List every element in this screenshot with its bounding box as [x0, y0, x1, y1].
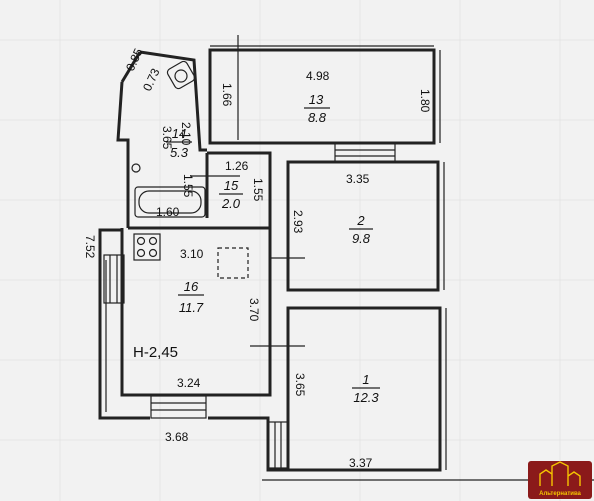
- dim-293: 2.93: [291, 210, 305, 234]
- room-number-15: 15: [224, 178, 239, 193]
- dim-324: 3.24: [177, 376, 201, 390]
- dim-335: 3.35: [346, 172, 370, 186]
- ceiling-height-label: Н-2,45: [133, 344, 178, 361]
- logo-text: Альтернатива: [539, 491, 581, 497]
- room-area-13: 8.8: [308, 110, 327, 125]
- walls: [98, 35, 594, 481]
- dim-180: 1.80: [418, 89, 432, 113]
- dim-365b: 3.65: [293, 373, 307, 397]
- dim-166: 1.66: [220, 83, 234, 107]
- room-number-1: 1: [362, 372, 369, 387]
- dim-498: 4.98: [306, 69, 330, 83]
- logo-buildings-icon: [539, 461, 581, 486]
- toilet-icon: [166, 60, 196, 90]
- room-area-16: 11.7: [179, 300, 204, 315]
- dim-368: 3.68: [165, 430, 189, 444]
- dim-310: 3.10: [180, 247, 204, 261]
- dim-370: 3.70: [247, 298, 261, 322]
- dim-365a: 3.65: [160, 126, 174, 150]
- room-number-14: 14: [172, 126, 186, 141]
- dim-126: 1.26: [225, 159, 249, 173]
- dim-752: 7.52: [83, 235, 97, 259]
- room-number-2: 2: [356, 213, 365, 228]
- dimension-labels: 0.85 0.73 2.10 1.66 4.98 1.80 3.65 1.26 …: [83, 46, 432, 470]
- dim-160: 1.60: [156, 205, 180, 219]
- ventilation-shaft-icon: [217, 247, 249, 279]
- stove-icon: [133, 233, 161, 261]
- room-number-13: 13: [309, 92, 324, 107]
- room-area-15: 2.0: [221, 196, 241, 211]
- room-area-2: 9.8: [352, 231, 371, 246]
- dim-073: 0.73: [140, 66, 163, 93]
- company-logo: Альтернатива: [528, 461, 592, 499]
- fixtures: [131, 60, 249, 279]
- dim-155a: 1.55: [181, 174, 195, 198]
- dim-337: 3.37: [349, 456, 373, 470]
- room-number-16: 16: [184, 279, 199, 294]
- room-area-1: 12.3: [353, 390, 379, 405]
- bathtub-icon: [134, 186, 206, 218]
- dim-155b: 1.55: [251, 178, 265, 202]
- room-area-14: 5.3: [170, 145, 189, 160]
- dim-210: 2.10: [179, 122, 193, 146]
- room-labels: 13 8.8 14 5.3 15 2.0 2 9.8 16 11.7 1 12.…: [133, 92, 380, 405]
- dim-085: 0.85: [123, 46, 146, 73]
